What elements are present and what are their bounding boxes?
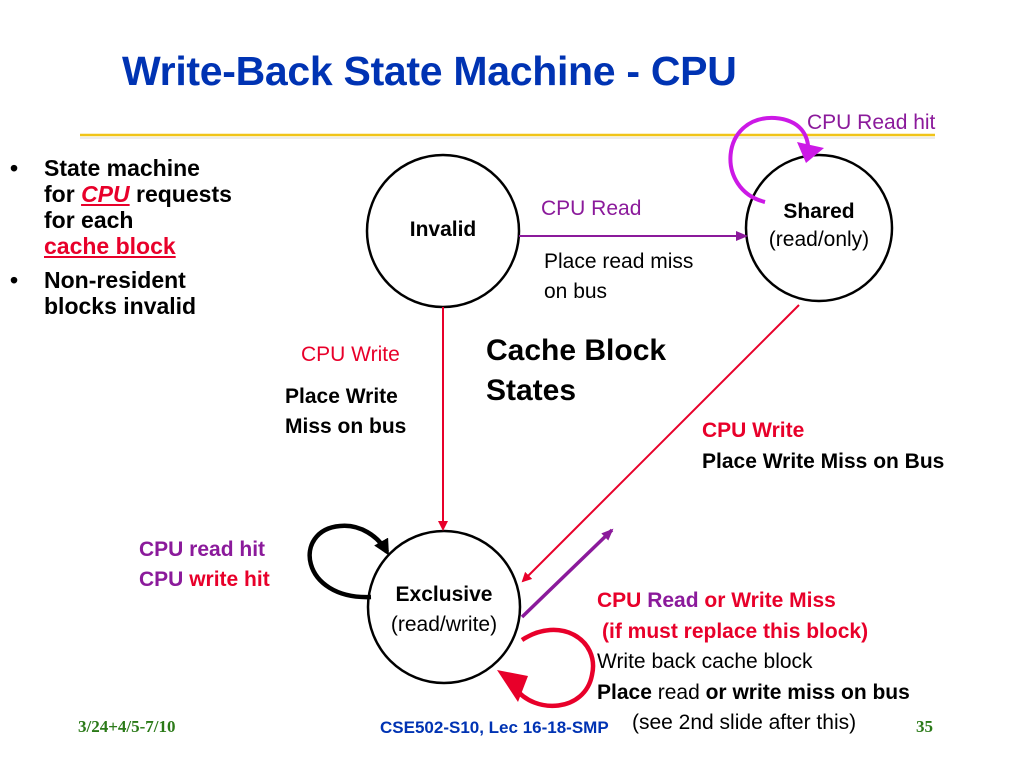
label-replace-miss-action-1: Write back cache block bbox=[597, 650, 813, 673]
state-exclusive-label: Exclusive (read/write) bbox=[390, 583, 498, 636]
cache-block-states-label: Cache Block States bbox=[486, 334, 667, 407]
label-shared-to-exclusive-action: Place Write Miss on Bus bbox=[702, 450, 945, 473]
exclusive-self-loop-right[interactable] bbox=[513, 627, 596, 709]
exclusive-to-shared-arrow[interactable] bbox=[520, 528, 614, 619]
label-shared-to-exclusive-event: CPU Write bbox=[702, 419, 805, 442]
exclusive-self-loop-left[interactable] bbox=[307, 523, 389, 600]
page-title: Write-Back State Machine - CPU bbox=[122, 48, 737, 94]
label-replace-miss-action-3: (see 2nd slide after this) bbox=[632, 711, 857, 734]
label-invalid-to-exclusive-action: Place Write Miss on bus bbox=[285, 385, 407, 438]
state-shared-label: Shared (read/only) bbox=[768, 200, 870, 251]
state-shared-circle[interactable] bbox=[744, 153, 894, 303]
shared-self-loop[interactable] bbox=[728, 115, 811, 204]
footer-page-number: 35 bbox=[916, 717, 933, 736]
label-invalid-to-shared-event: CPU Read bbox=[541, 197, 642, 220]
state-invalid-label: Invalid bbox=[409, 218, 477, 241]
bullet-dot: • bbox=[10, 267, 19, 293]
bullet-dot: • bbox=[10, 155, 19, 181]
shared-self-loop-head bbox=[797, 142, 824, 163]
label-shared-self-loop: CPU Read hit bbox=[807, 111, 936, 134]
label-exclusive-write-hit: CPU write hit bbox=[139, 568, 270, 591]
label-invalid-to-exclusive-event: CPU Write bbox=[301, 343, 400, 366]
label-replace-miss-condition: (if must replace this block) bbox=[602, 620, 869, 643]
bullet-cpu-emphasis: CPU bbox=[81, 181, 130, 207]
footer-course: CSE502-S10, Lec 16-18-SMP bbox=[380, 718, 609, 737]
bullet-item: • State machine for CPU requests for eac… bbox=[10, 155, 232, 259]
state-exclusive-circle[interactable] bbox=[366, 529, 522, 685]
label-replace-miss-event: CPU Read or Write Miss bbox=[597, 589, 836, 612]
bullet-item: • Non-resident blocks invalid bbox=[10, 267, 197, 319]
footer-date: 3/24+4/5-7/10 bbox=[78, 717, 176, 736]
bullet-list: • State machine for CPU requests for eac… bbox=[10, 155, 290, 327]
label-replace-miss-action-2: Place read or write miss on bus bbox=[597, 681, 910, 704]
label-invalid-to-shared-action: Place read miss on bus bbox=[544, 250, 694, 303]
shared-to-exclusive-arrow[interactable] bbox=[521, 304, 800, 583]
label-exclusive-read-hit: CPU read hit bbox=[139, 538, 266, 561]
exclusive-self-loop-right-head bbox=[497, 670, 528, 702]
bullet-cache-block-emphasis: cache block bbox=[44, 233, 176, 259]
